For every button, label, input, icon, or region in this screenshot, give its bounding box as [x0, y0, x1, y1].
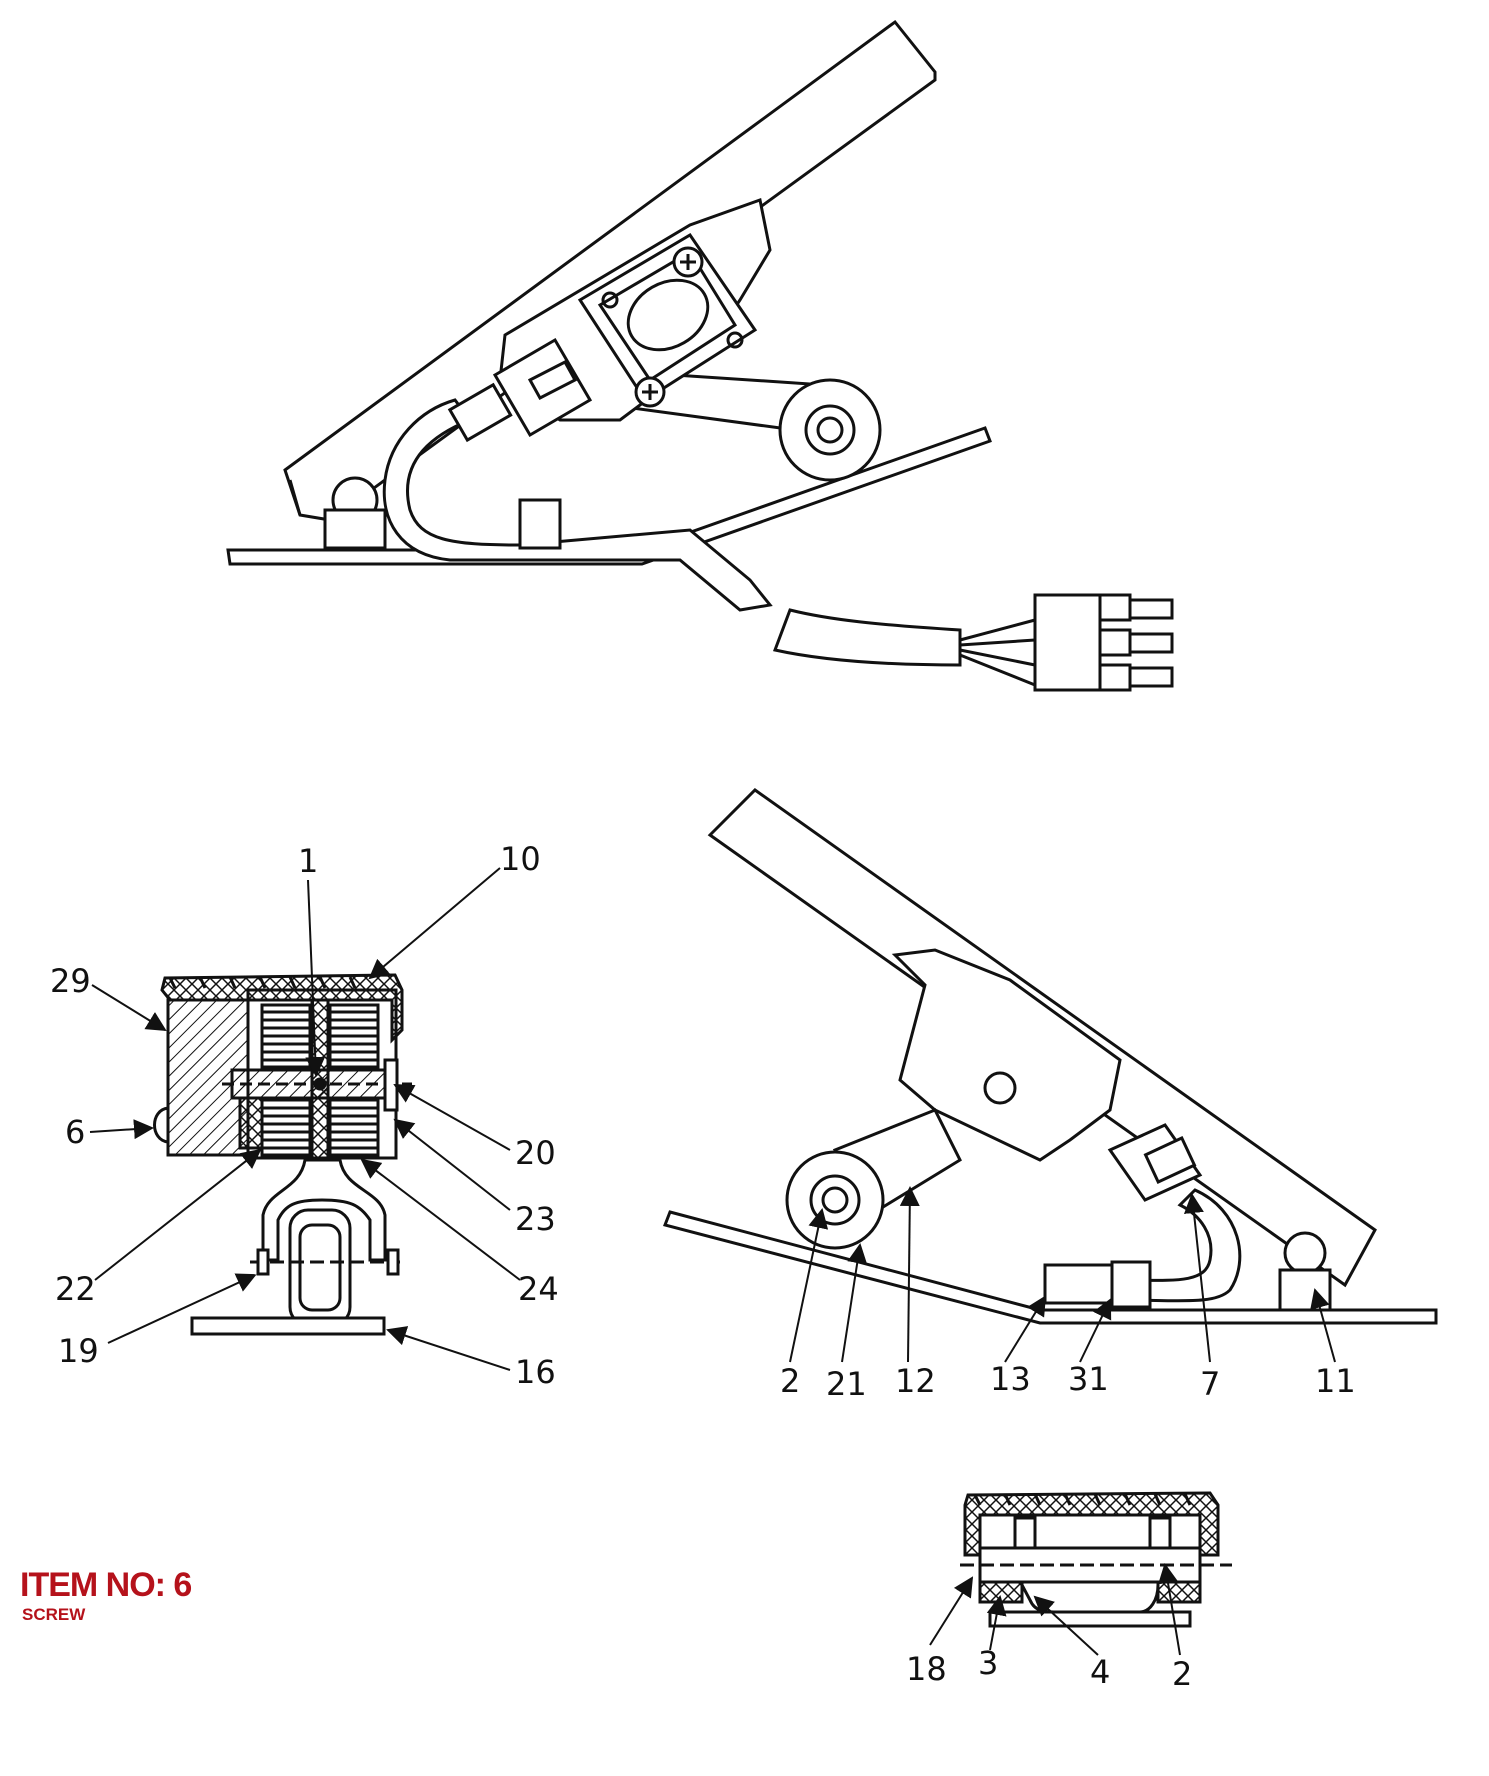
bottom-section-view: [960, 1491, 1232, 1628]
section-coil-lower-left: [260, 1098, 312, 1157]
side-pivot-hole: [983, 1071, 1017, 1105]
cross-section-view: [153, 973, 412, 1336]
side-roller: [785, 1150, 885, 1250]
callout-16: 16: [515, 1353, 556, 1391]
callout-22: 22: [55, 1270, 96, 1308]
callout-29: 29: [50, 962, 91, 1000]
top-plug-body: [1033, 593, 1102, 692]
bottom-floor-plate: [988, 1610, 1192, 1628]
side-leaders: [789, 1186, 1336, 1363]
top-screw-icon: [634, 376, 666, 408]
callout-20: 20: [515, 1134, 556, 1172]
item-description-label: SCREW: [22, 1605, 86, 1624]
section-leaders: [89, 867, 521, 1371]
callout-21: 21: [826, 1365, 867, 1403]
top-cable-loop: [382, 398, 773, 612]
top-roller: [778, 378, 882, 482]
top-pedal-assembly: [226, 19, 1174, 692]
callout-23: 23: [515, 1200, 556, 1238]
callout-24: 24: [518, 1270, 559, 1308]
top-sensor-housing: [577, 232, 758, 403]
callout-31: 31: [1068, 1360, 1109, 1398]
section-coil-upper-left: [260, 1003, 312, 1069]
callout-labels: 1 10 29 6 20 23 22 24 19 16 2 21 12 13 3…: [50, 840, 1356, 1693]
section-floor-plate: [190, 1316, 386, 1336]
callout-3: 3: [978, 1644, 998, 1682]
item-number-label: ITEM NO: 6: [20, 1566, 192, 1604]
callout-11: 11: [1315, 1362, 1356, 1400]
side-bracket: [891, 948, 1122, 1162]
callout-bottom-2: 2: [1172, 1655, 1192, 1693]
section-screw-6: [153, 1106, 170, 1144]
bottom-spring-4: [1020, 1584, 1160, 1614]
callout-12: 12: [895, 1362, 936, 1400]
bottom-leaders: [929, 1563, 1181, 1656]
callout-1: 1: [298, 842, 318, 880]
callout-19: 19: [58, 1332, 99, 1370]
bottom-tread-pad: [963, 1491, 1220, 1557]
section-coil-lower-right: [328, 1098, 380, 1157]
callout-side-2: 2: [780, 1362, 800, 1400]
side-view: [662, 788, 1438, 1325]
section-fork: [261, 1158, 387, 1262]
callout-18: 18: [906, 1650, 947, 1688]
callout-7: 7: [1200, 1365, 1220, 1403]
top-cable-end: [772, 608, 962, 667]
callout-6: 6: [65, 1113, 85, 1151]
callout-10: 10: [500, 840, 541, 878]
section-coil-upper-right: [328, 1003, 380, 1069]
side-hinge: [1283, 1231, 1327, 1275]
callout-4: 4: [1090, 1653, 1110, 1691]
callout-13: 13: [990, 1360, 1031, 1398]
top-screw-icon: [672, 246, 704, 278]
